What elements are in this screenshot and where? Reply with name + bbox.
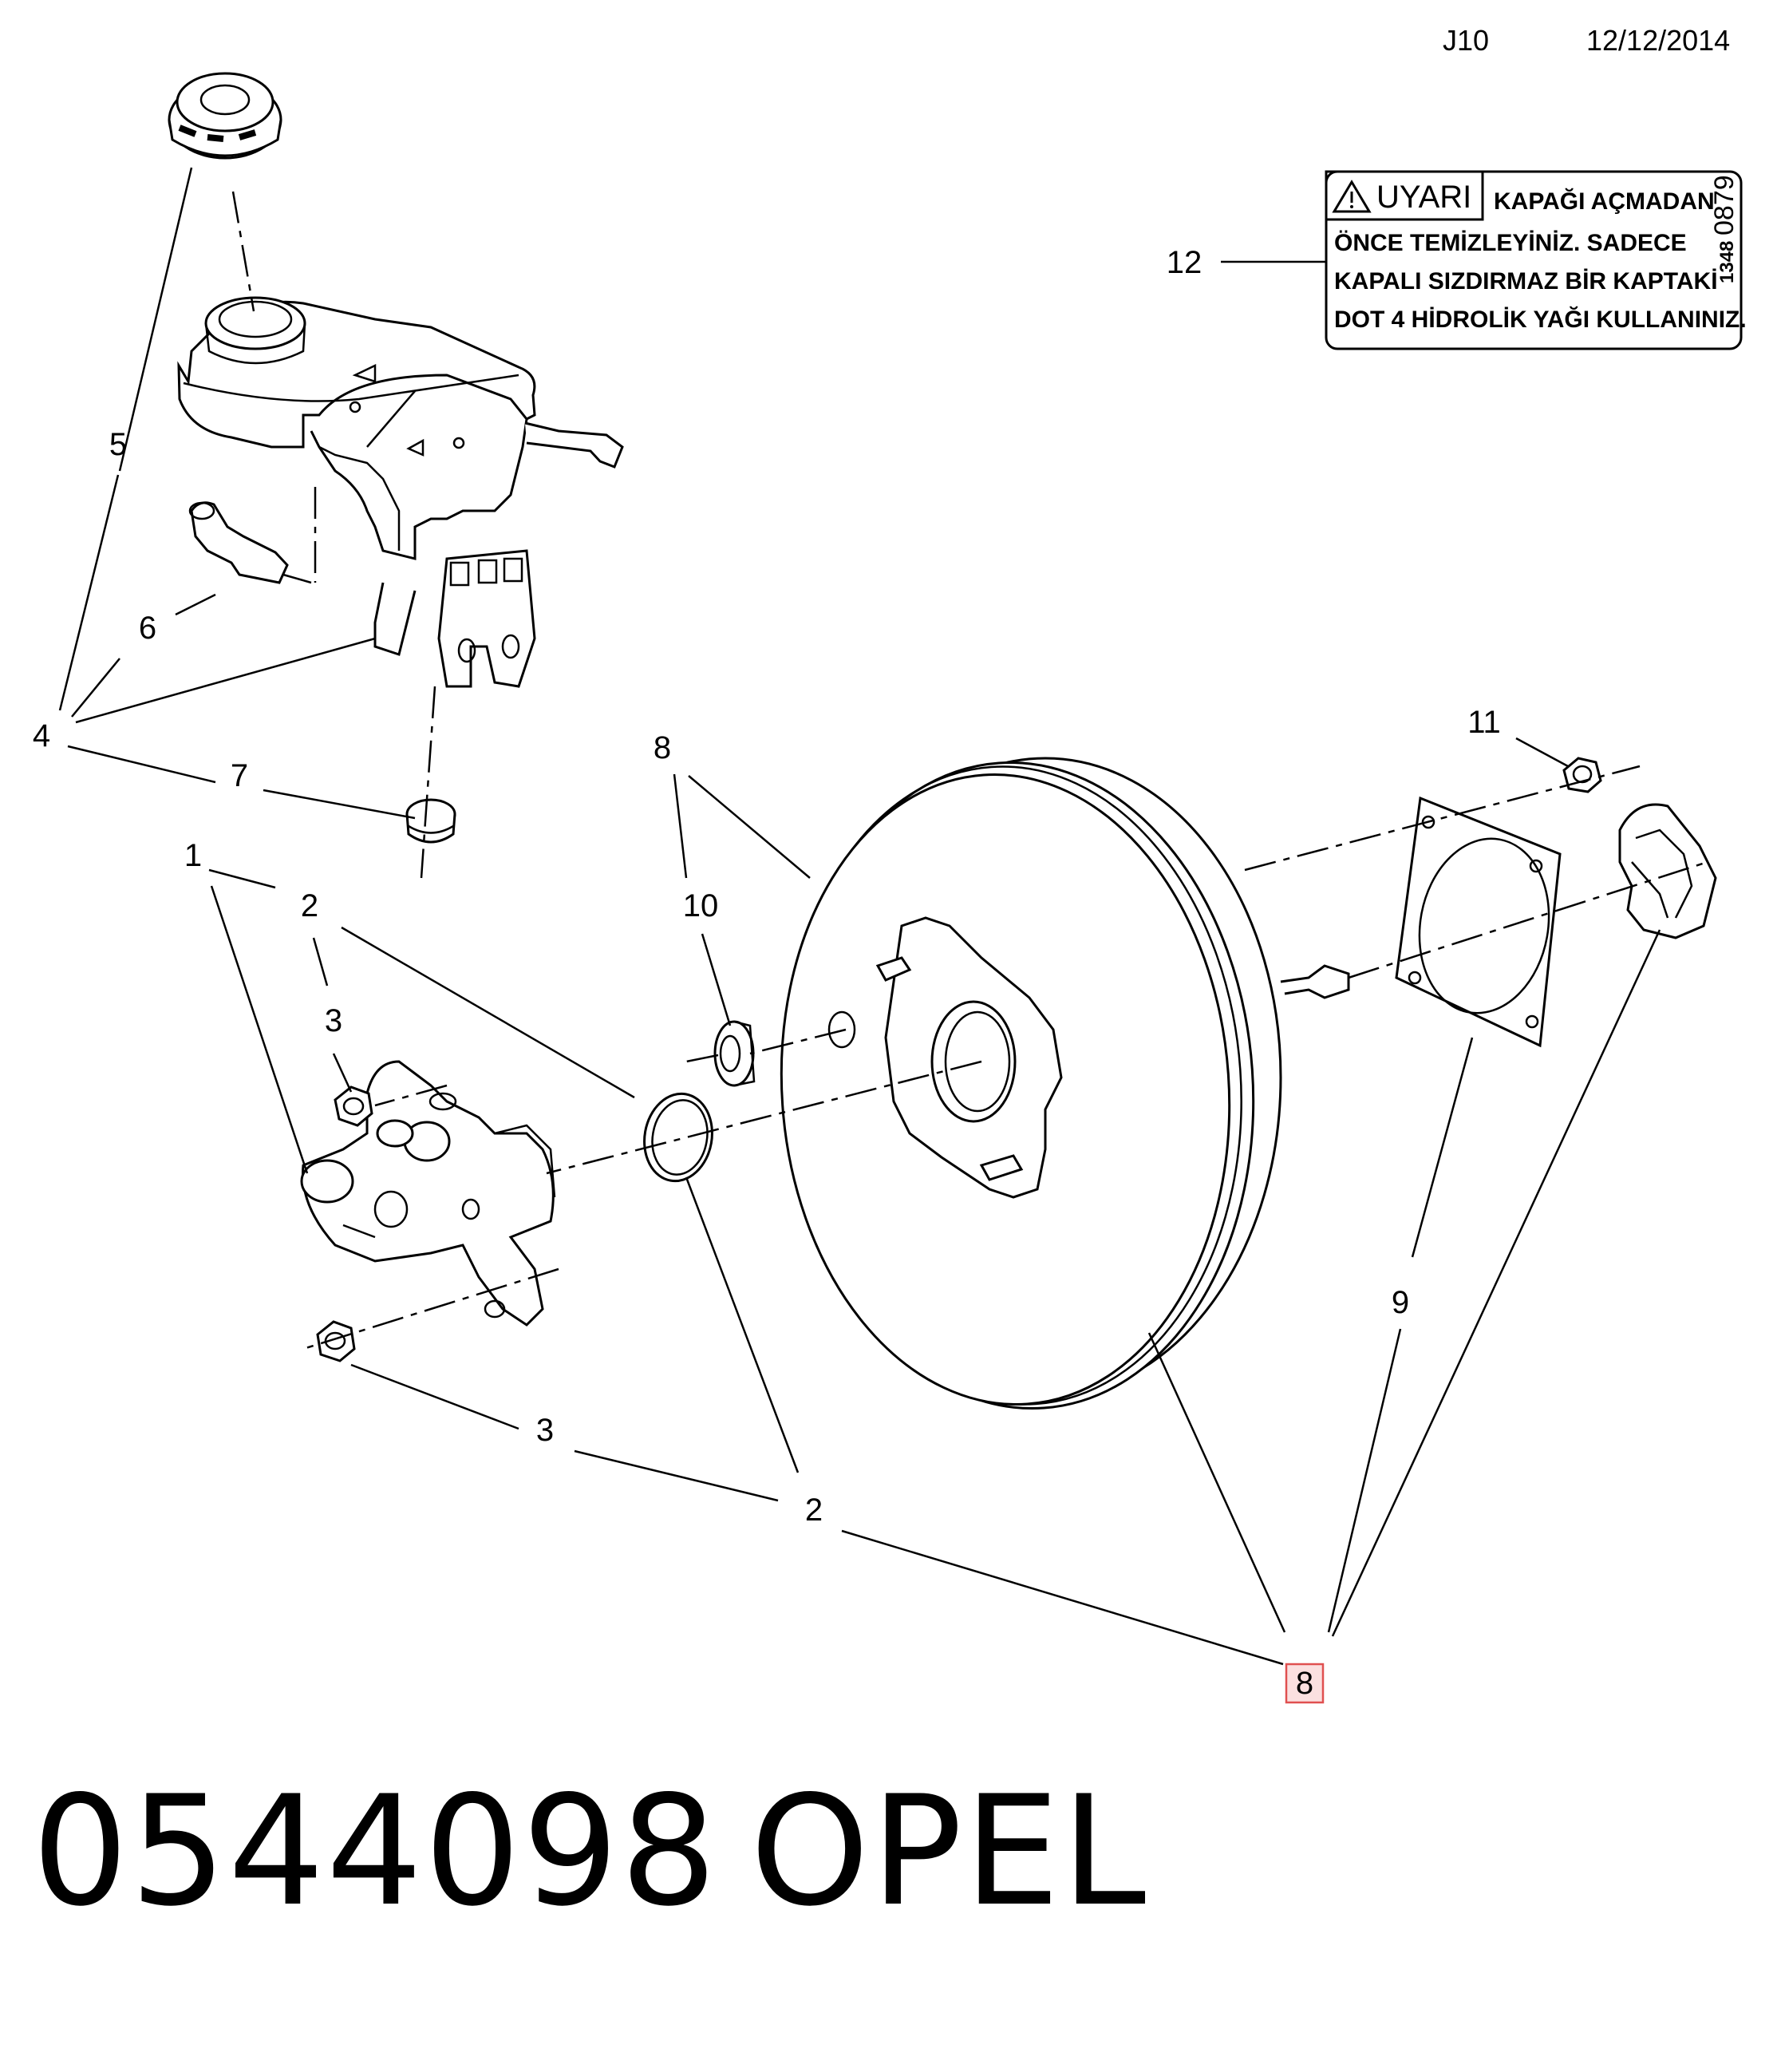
diagram-code: J10 <box>1443 24 1490 57</box>
brake-fluid-reservoir <box>177 296 624 688</box>
warning-label: UYARI KAPAĞI AÇMADAN ÖNCE TEMİZLEYİNİZ. … <box>1325 170 1747 350</box>
warning-title: UYARI <box>1376 180 1471 215</box>
label-code-small: 1348 <box>1716 241 1738 283</box>
bracket-clip <box>1618 803 1717 939</box>
callout-6: 6 <box>139 611 156 646</box>
warning-line-4: DOT 4 HİDROLİK YAĞI KULLANINIZ. <box>1334 306 1747 333</box>
assembly-centerlines <box>231 191 1708 1350</box>
nut-lower <box>316 1320 356 1362</box>
diagram-date: 12/12/2014 <box>1586 24 1731 57</box>
brake-booster <box>780 757 1350 1410</box>
callout-7: 7 <box>231 758 248 793</box>
callout-11: 11 <box>1467 705 1501 740</box>
callout-10: 10 <box>683 888 719 923</box>
callout-5: 5 <box>109 427 127 462</box>
warning-line-2: ÖNCE TEMİZLEYİNİZ. SADECE <box>1334 230 1687 256</box>
part-number: 0544098 <box>32 1763 719 1940</box>
callout-12: 12 <box>1167 245 1202 280</box>
label-code-large: 0879 <box>1709 175 1740 235</box>
leader-lines <box>58 167 1661 1666</box>
callout-4: 4 <box>33 718 50 753</box>
o-ring-seal <box>643 1092 713 1183</box>
pushrod-seal <box>713 1020 756 1087</box>
callout-3-lower: 3 <box>536 1413 554 1448</box>
level-sensor <box>188 501 289 584</box>
reservoir-cap <box>168 72 282 160</box>
grommet <box>405 798 456 844</box>
nut-upper <box>334 1085 373 1127</box>
callout-2-lower: 2 <box>805 1493 823 1528</box>
master-cylinder <box>300 1060 556 1327</box>
flange-nut <box>1562 757 1602 793</box>
highlight-box <box>1285 1663 1325 1704</box>
booster-gasket <box>1395 796 1562 1048</box>
callout-numbers: 5 6 4 7 1 2 3 3 2 8 10 9 11 12 8 <box>33 245 1501 1704</box>
callout-2-upper: 2 <box>301 888 318 923</box>
warning-triangle-icon <box>1332 180 1372 213</box>
callout-8-highlighted: 8 <box>1296 1666 1313 1701</box>
callout-1: 1 <box>184 838 202 873</box>
warning-line-3: KAPALI SIZDIRMAZ BİR KAPTAKİ <box>1334 268 1718 295</box>
callout-8-upper: 8 <box>654 730 671 765</box>
callout-9: 9 <box>1392 1285 1409 1320</box>
warning-line-1: KAPAĞI AÇMADAN <box>1494 188 1715 215</box>
brand-name: OPEL <box>750 1763 1148 1940</box>
callout-3-upper: 3 <box>325 1003 342 1038</box>
